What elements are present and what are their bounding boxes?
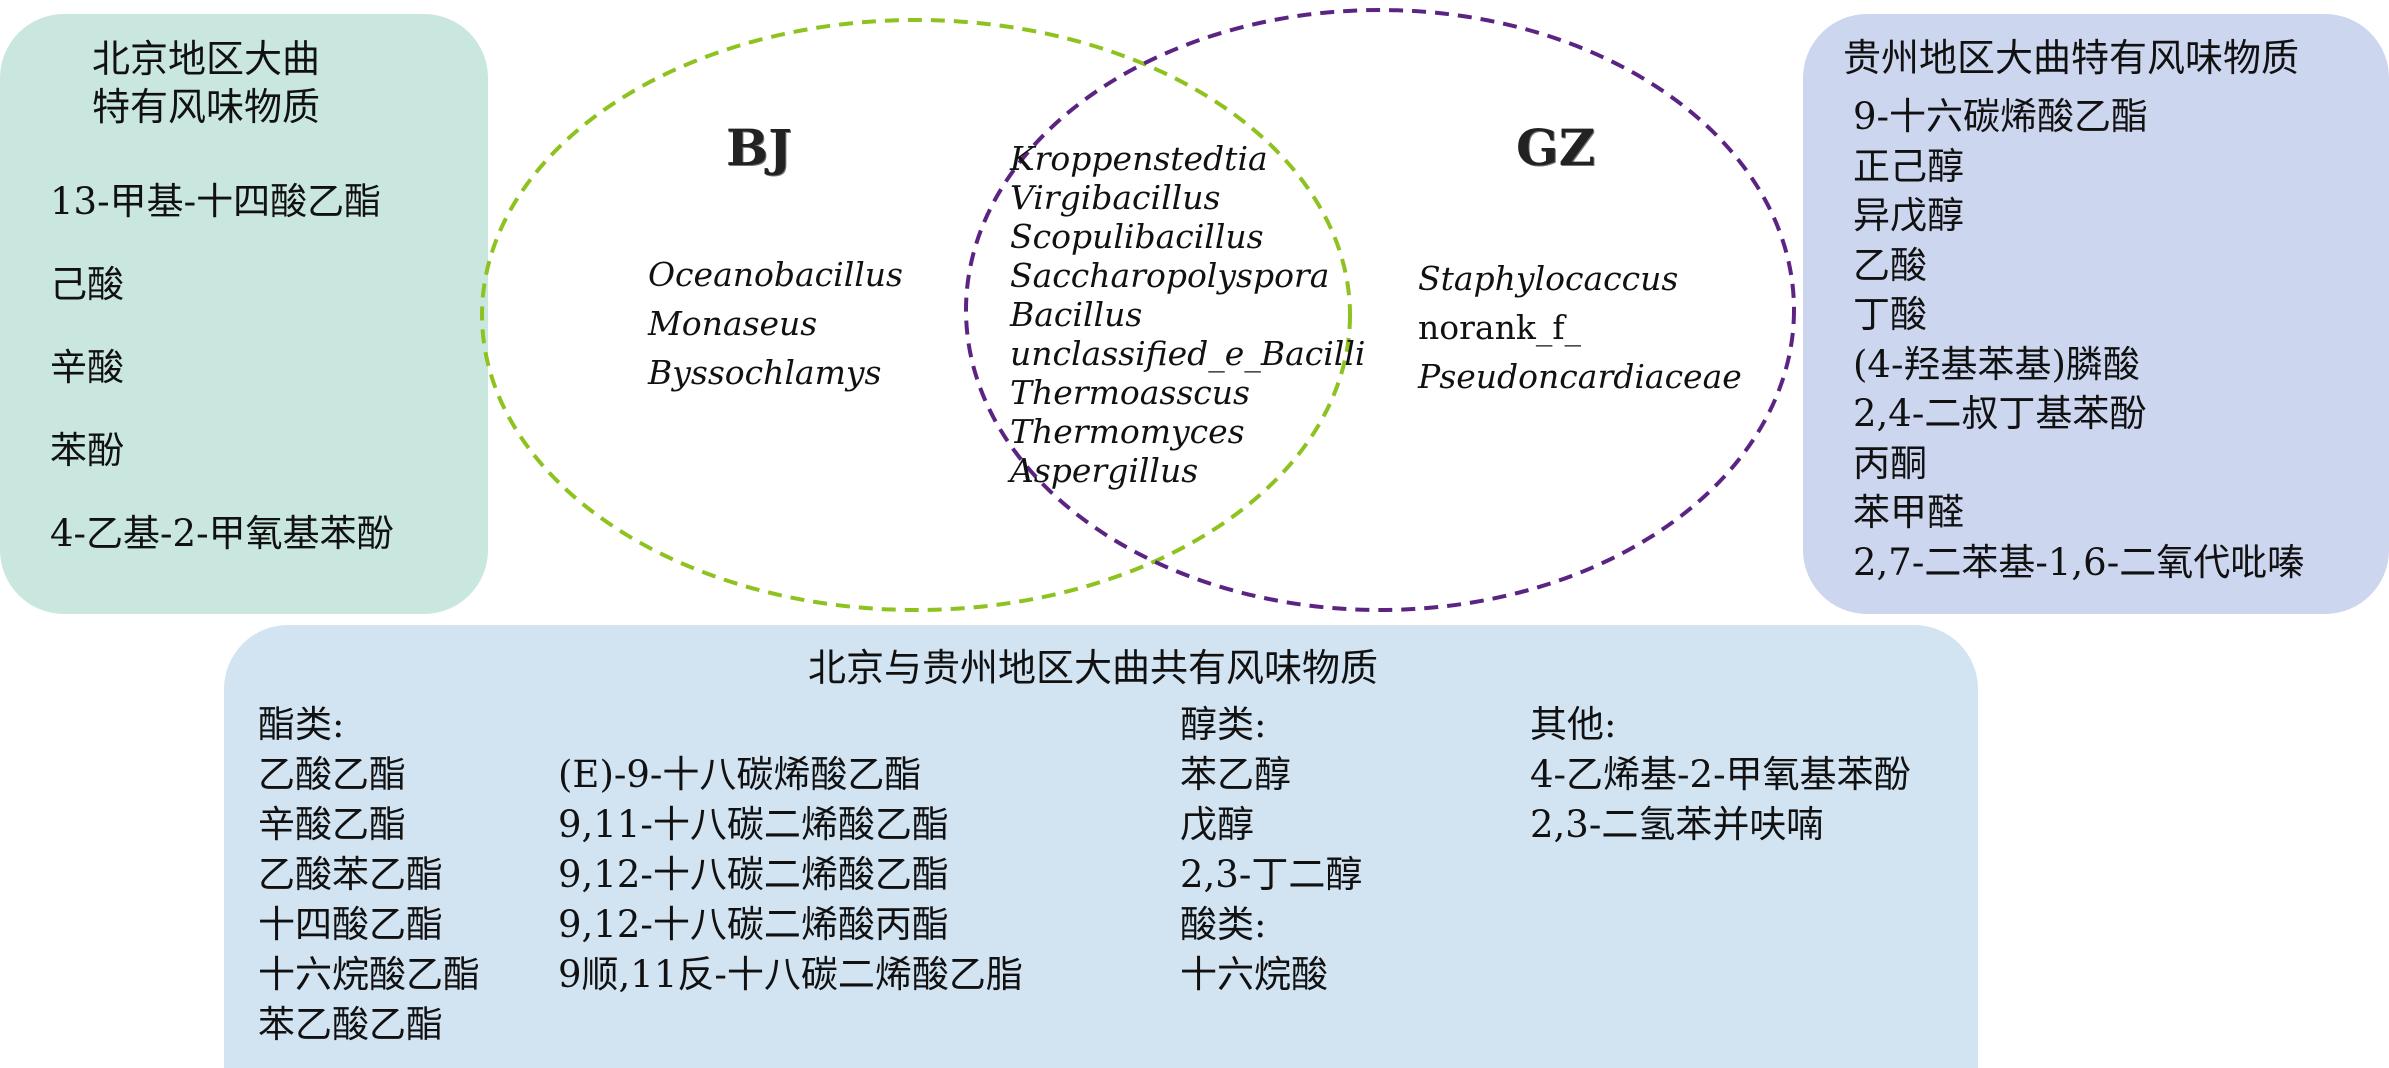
gz-box-title: 贵州地区大曲特有风味物质 (1843, 36, 2300, 80)
genus-item: Scopulibacillus (1010, 217, 1264, 256)
genus-item: Virgibacillus (1010, 178, 1221, 217)
esters-list-1: 乙酸乙酯 辛酸乙酯 乙酸苯乙酯 十四酸乙酯 十六烷酸乙酯 苯乙酸乙酯 (258, 750, 480, 1050)
gz-flavor-item: 正己醇 (1853, 144, 1964, 188)
ester-item: 9,11-十八碳二烯酸乙酯 (558, 803, 949, 846)
gz-flavor-item: 丙酮 (1853, 441, 1927, 485)
ester-item: 9,12-十八碳二烯酸乙酯 (558, 853, 949, 896)
acids-list: 十六烷酸 (1180, 950, 1328, 1000)
genus-item: Kroppenstedtia (1010, 139, 1268, 178)
genus-item: Aspergillus (1010, 451, 1199, 490)
esters-header: 酯类: (258, 703, 345, 746)
genus-item: Staphylocaccus (1418, 259, 1679, 298)
bj-circle (480, 18, 1352, 612)
genus-item: Pseudoncardiaceae (1418, 357, 1742, 396)
genus-item: Monaseus (648, 304, 818, 343)
gz-set-label: GZ (1516, 118, 1596, 177)
gz-flavor-item: 9-十六碳烯酸乙酯 (1853, 95, 2149, 138)
alcohol-item: 苯乙醇 (1180, 753, 1291, 796)
other-item: 2,3-二氢苯并呋喃 (1530, 803, 1824, 846)
gz-flavor-list: 9-十六碳烯酸乙酯 正己醇 异戊醇 乙酸 丁酸 (4-羟基苯基)膦酸 2,4-二… (1853, 92, 2304, 587)
bj-set-label: BJ (726, 118, 792, 177)
bj-flavor-list: 13-甲基-十四酸乙酯 己酸 辛酸 苯酚 4-乙基-2-甲氧基苯酚 (50, 160, 394, 575)
genus-item: norank_f_ (1418, 308, 1582, 347)
bj-flavor-item: 13-甲基-十四酸乙酯 (50, 180, 382, 223)
ester-item: 十四酸乙酯 (258, 903, 443, 946)
genus-item: Saccharopolyspora (1010, 256, 1330, 295)
genus-item: Thermoasscus (1010, 373, 1250, 412)
ester-item: 9顺,11反-十八碳二烯酸乙脂 (558, 953, 1023, 996)
gz-flavor-item: 2,7-二苯基-1,6-二氧代吡嗪 (1853, 540, 2305, 584)
alcohol-item: 2,3-丁二醇 (1180, 853, 1363, 896)
gz-flavor-item: 异戊醇 (1853, 194, 1964, 237)
ester-item: 苯乙酸乙酯 (258, 1003, 443, 1046)
gz-circle (964, 8, 1796, 612)
bj-flavor-item: 辛酸 (50, 346, 124, 389)
other-item: 4-乙烯基-2-甲氧基苯酚 (1530, 753, 1911, 796)
esters-list-2: (E)-9-十八碳烯酸乙酯 9,11-十八碳二烯酸乙酯 9,12-十八碳二烯酸乙… (558, 750, 1023, 1000)
genus-item: Byssochlamys (648, 353, 882, 392)
alcohols-list: 苯乙醇 戊醇 2,3-丁二醇 (1180, 750, 1362, 900)
bj-box-title-line2: 特有风味物质 (92, 85, 321, 129)
others-list: 4-乙烯基-2-甲氧基苯酚 2,3-二氢苯并呋喃 (1530, 750, 1911, 850)
common-box-title: 北京与贵州地区大曲共有风味物质 (808, 646, 1379, 690)
gz-unique-flavor-box (1803, 14, 2389, 614)
gz-flavor-item: 乙酸 (1853, 243, 1927, 287)
acids-header: 酸类: (1180, 903, 1267, 946)
ester-item: 辛酸乙酯 (258, 803, 406, 846)
genus-item: unclassified_e_Bacilli (1010, 334, 1366, 373)
bj-flavor-item: 己酸 (50, 263, 124, 306)
genus-item: Oceanobacillus (648, 255, 903, 294)
alcohols-header: 醇类: (1180, 703, 1267, 746)
bj-only-genera: Oceanobacillus Monaseus Byssochlamys (648, 250, 903, 397)
ester-item: (E)-9-十八碳烯酸乙酯 (558, 753, 922, 796)
ester-item: 乙酸乙酯 (258, 753, 406, 796)
gz-flavor-item: 2,4-二叔丁基苯酚 (1853, 392, 2147, 435)
gz-flavor-item: (4-羟基苯基)膦酸 (1853, 342, 2140, 386)
gz-flavor-item: 苯甲醛 (1853, 491, 1964, 534)
genus-item: Bacillus (1010, 295, 1143, 334)
bj-flavor-item: 4-乙基-2-甲氧基苯酚 (50, 512, 394, 555)
ester-item: 十六烷酸乙酯 (258, 953, 480, 996)
shared-genera: Kroppenstedtia Virgibacillus Scopulibaci… (1010, 139, 1365, 490)
bj-box-title-line1: 北京地区大曲 (92, 37, 321, 81)
ester-item: 9,12-十八碳二烯酸丙酯 (558, 903, 949, 946)
common-flavor-box (224, 625, 1978, 1068)
genus-item: Thermomyces (1010, 412, 1245, 451)
others-header: 其他: (1530, 703, 1617, 746)
alcohol-item: 戊醇 (1180, 803, 1254, 846)
bj-unique-flavor-box (0, 14, 488, 614)
bj-flavor-item: 苯酚 (50, 429, 124, 472)
ester-item: 乙酸苯乙酯 (258, 853, 443, 896)
gz-only-genera: Staphylocaccus norank_f_ Pseudoncardiace… (1418, 254, 1742, 401)
acid-item: 十六烷酸 (1180, 953, 1328, 996)
gz-flavor-item: 丁酸 (1853, 293, 1927, 336)
